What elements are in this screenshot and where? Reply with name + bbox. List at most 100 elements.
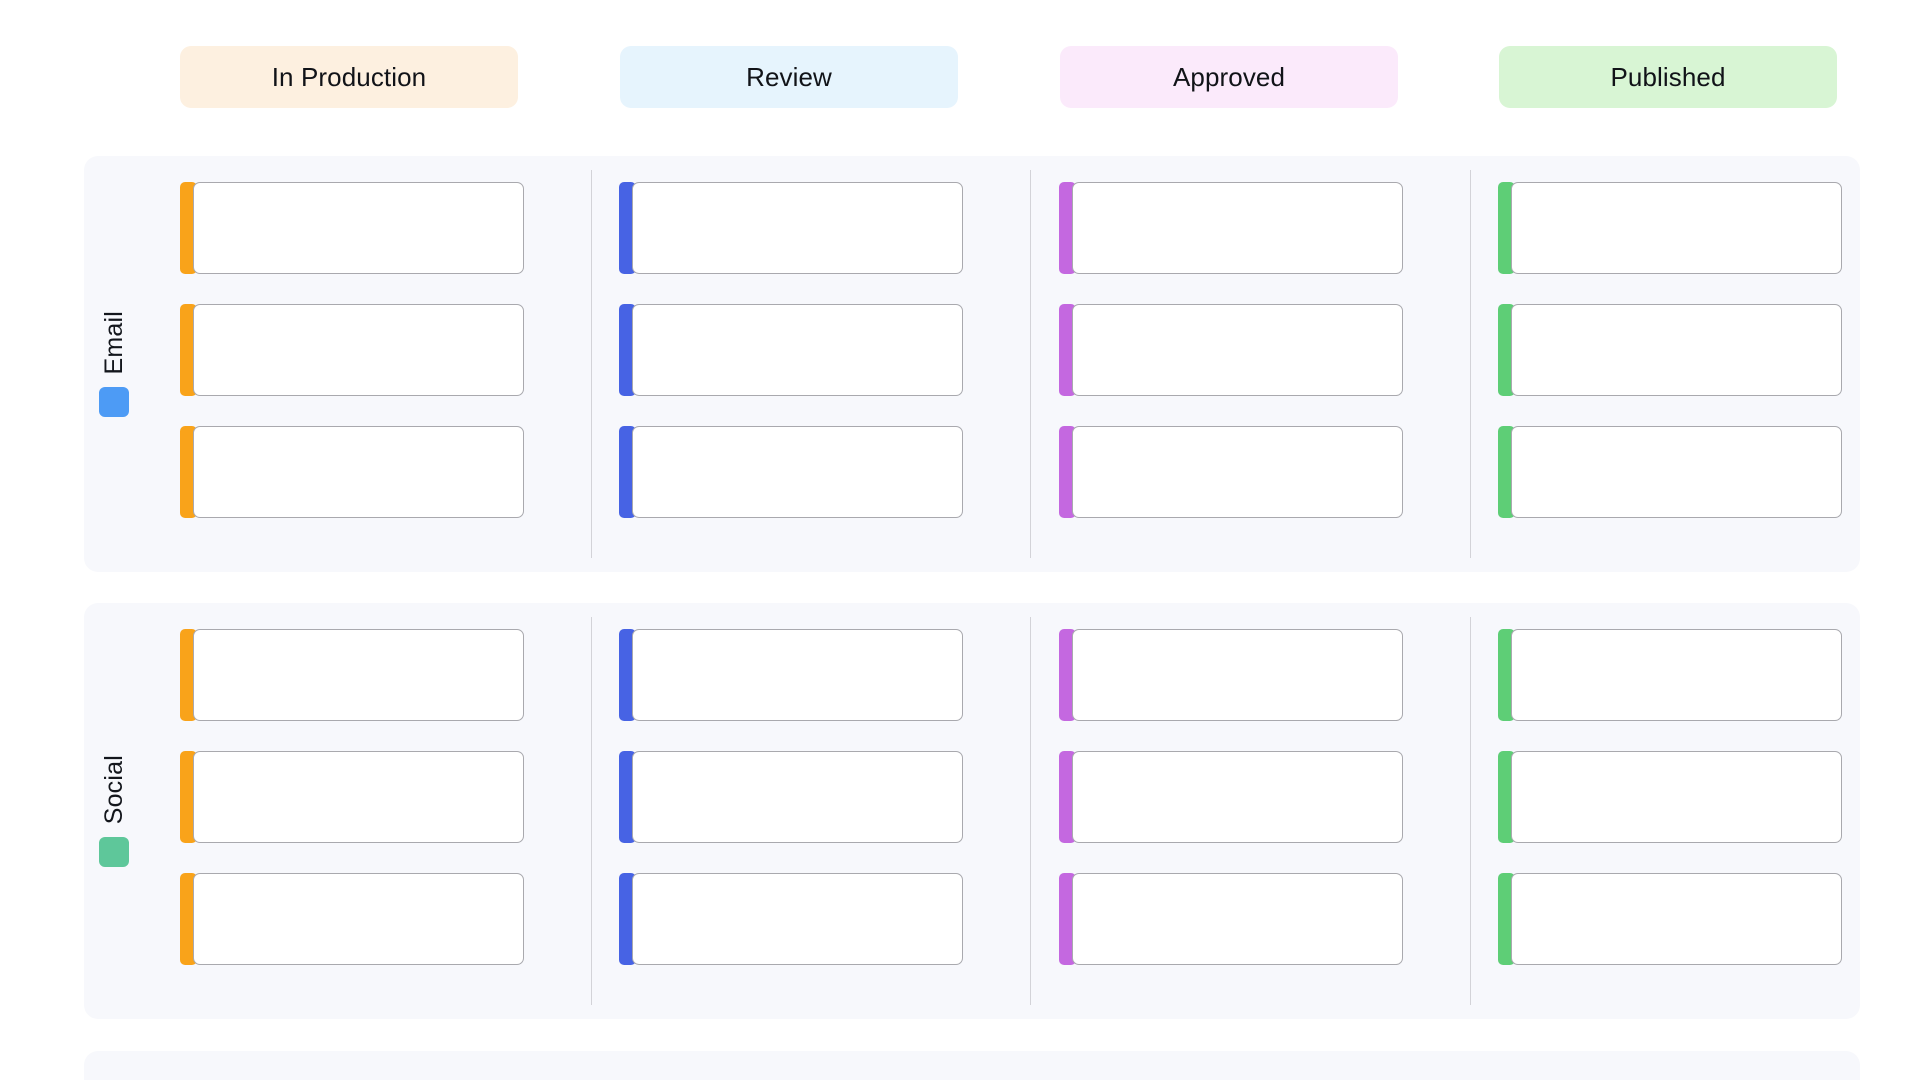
card-accent-bar — [1059, 304, 1076, 396]
swimlane-email: Email — [84, 156, 1860, 572]
card-body[interactable] — [632, 629, 963, 721]
card-body[interactable] — [193, 182, 524, 274]
column-header-label: In Production — [271, 62, 427, 92]
card-body[interactable] — [193, 426, 524, 518]
card[interactable] — [1059, 304, 1403, 396]
lane-cell-email-published[interactable] — [1498, 156, 1842, 572]
lane-cell-social-review[interactable] — [619, 603, 963, 1019]
card-accent-bar — [1498, 426, 1515, 518]
card-body[interactable] — [1511, 873, 1842, 965]
card-stack — [619, 182, 963, 548]
card-body[interactable] — [193, 751, 524, 843]
card[interactable] — [1059, 751, 1403, 843]
card-accent-bar — [1498, 751, 1515, 843]
lane-cell-email-review[interactable] — [619, 156, 963, 572]
card[interactable] — [619, 426, 963, 518]
card-body[interactable] — [193, 873, 524, 965]
card-body[interactable] — [1511, 182, 1842, 274]
card-stack — [180, 182, 524, 548]
card-body[interactable] — [1072, 426, 1403, 518]
card-accent-bar — [180, 873, 197, 965]
card-body[interactable] — [632, 873, 963, 965]
card-accent-bar — [180, 751, 197, 843]
card-body[interactable] — [1511, 751, 1842, 843]
card[interactable] — [180, 182, 524, 274]
card-accent-bar — [619, 629, 636, 721]
card-stack — [1498, 182, 1842, 548]
card-body[interactable] — [632, 304, 963, 396]
card[interactable] — [1059, 182, 1403, 274]
card[interactable] — [1498, 751, 1842, 843]
card-accent-bar — [1059, 873, 1076, 965]
card[interactable] — [180, 304, 524, 396]
column-header-strip: In Production Review Approved Published — [0, 46, 1920, 108]
lane-cell-social-in-production[interactable] — [180, 603, 524, 1019]
card[interactable] — [1498, 629, 1842, 721]
card-accent-bar — [1498, 629, 1515, 721]
card-body[interactable] — [632, 426, 963, 518]
card-accent-bar — [1059, 629, 1076, 721]
card-body[interactable] — [632, 751, 963, 843]
card[interactable] — [1059, 873, 1403, 965]
card[interactable] — [180, 751, 524, 843]
card-body[interactable] — [193, 304, 524, 396]
swimlane-columns — [84, 156, 1860, 572]
column-header-label: Published — [1610, 62, 1726, 92]
card[interactable] — [1498, 304, 1842, 396]
card-body[interactable] — [632, 182, 963, 274]
lane-cell-email-approved[interactable] — [1059, 156, 1403, 572]
card-accent-bar — [1498, 182, 1515, 274]
card-body[interactable] — [1511, 304, 1842, 396]
column-header-label: Approved — [1172, 62, 1286, 92]
column-divider — [1030, 617, 1031, 1005]
column-divider — [591, 617, 592, 1005]
swimlane-columns — [84, 603, 1860, 1019]
card-accent-bar — [619, 426, 636, 518]
column-header-published[interactable]: Published — [1499, 46, 1837, 108]
card-body[interactable] — [1072, 304, 1403, 396]
card[interactable] — [1059, 629, 1403, 721]
card-stack — [180, 629, 524, 995]
card-body[interactable] — [1072, 873, 1403, 965]
column-header-approved[interactable]: Approved — [1060, 46, 1398, 108]
column-divider — [1470, 170, 1471, 558]
card-stack — [1059, 629, 1403, 995]
card-accent-bar — [619, 182, 636, 274]
card-body[interactable] — [1072, 629, 1403, 721]
card-accent-bar — [180, 182, 197, 274]
card-accent-bar — [619, 751, 636, 843]
card-body[interactable] — [1511, 629, 1842, 721]
column-header-in-production[interactable]: In Production — [180, 46, 518, 108]
card-accent-bar — [1059, 426, 1076, 518]
card-accent-bar — [1498, 873, 1515, 965]
card[interactable] — [1498, 873, 1842, 965]
card[interactable] — [180, 873, 524, 965]
column-divider — [1030, 170, 1031, 558]
column-divider — [1470, 617, 1471, 1005]
card[interactable] — [180, 629, 524, 721]
column-header-label: Review — [746, 62, 832, 92]
card[interactable] — [619, 304, 963, 396]
card-accent-bar — [180, 304, 197, 396]
card[interactable] — [1059, 426, 1403, 518]
lane-cell-email-in-production[interactable] — [180, 156, 524, 572]
lane-cell-social-approved[interactable] — [1059, 603, 1403, 1019]
card-body[interactable] — [1511, 426, 1842, 518]
card[interactable] — [619, 629, 963, 721]
card-body[interactable] — [1072, 182, 1403, 274]
card[interactable] — [180, 426, 524, 518]
card-accent-bar — [619, 304, 636, 396]
card[interactable] — [619, 751, 963, 843]
column-header-review[interactable]: Review — [620, 46, 958, 108]
card[interactable] — [1498, 426, 1842, 518]
lane-cell-social-published[interactable] — [1498, 603, 1842, 1019]
card-body[interactable] — [1072, 751, 1403, 843]
swimlane-next — [84, 1051, 1860, 1080]
card-body[interactable] — [193, 629, 524, 721]
card[interactable] — [1498, 182, 1842, 274]
column-divider — [591, 170, 592, 558]
card-accent-bar — [1059, 182, 1076, 274]
card[interactable] — [619, 182, 963, 274]
card[interactable] — [619, 873, 963, 965]
